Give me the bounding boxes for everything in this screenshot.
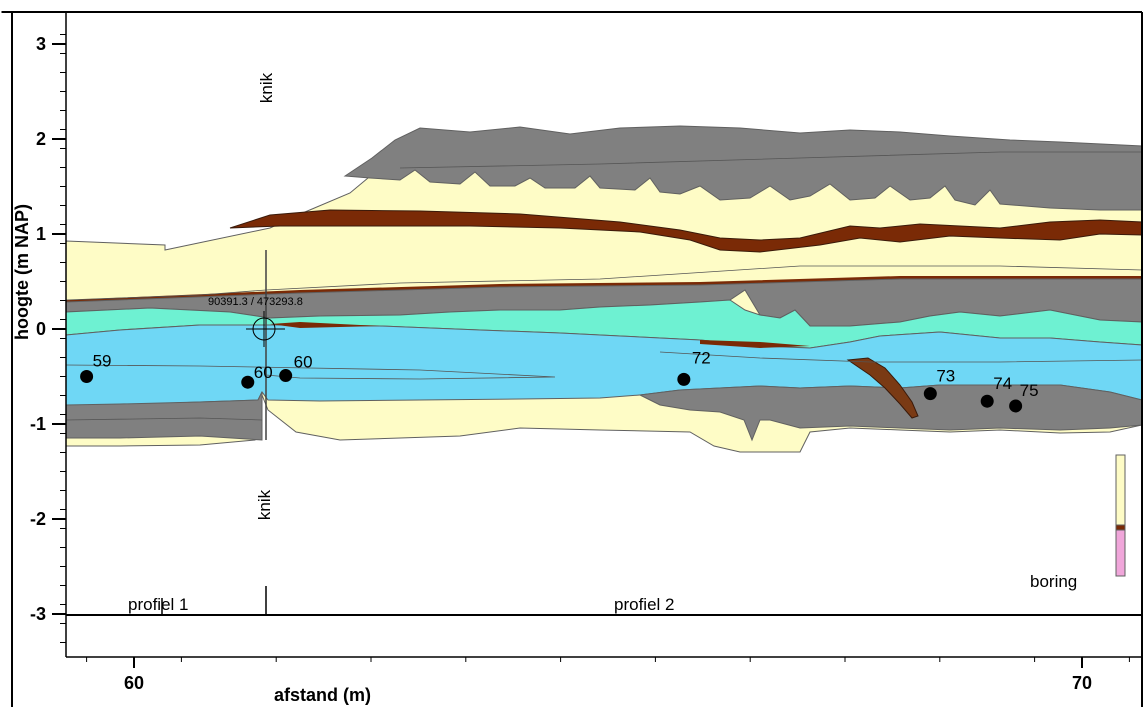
sample-point-label: 59	[93, 352, 112, 371]
sample-point-label: 75	[1020, 381, 1039, 400]
profiel-markers	[161, 586, 267, 615]
frame	[1, 11, 1143, 707]
sample-point-marker	[80, 370, 94, 383]
y-tick-label: -2	[30, 509, 46, 529]
crosshair-icon	[246, 311, 285, 347]
knik-bottom-label: knik	[255, 489, 274, 520]
soil-layers	[65, 125, 1143, 453]
knik-top-label: knik	[257, 72, 276, 103]
x-tick-label: 60	[124, 673, 144, 693]
sample-point-marker	[1009, 399, 1023, 413]
layer-peat-fragment	[700, 340, 810, 348]
coordinate-label: 90391.3 / 473293.8	[208, 296, 303, 308]
boring-column	[1115, 454, 1126, 577]
x-axis-label: afstand (m)	[274, 685, 371, 705]
layer-upper-clay	[343, 125, 1143, 211]
y-axis-label: hoogte (m NAP)	[12, 204, 32, 340]
layer-brown-lens	[846, 357, 919, 419]
y-tick-label: 1	[36, 224, 46, 244]
y-tick-label: -3	[30, 604, 46, 624]
sample-point-label: 60	[294, 353, 313, 372]
sample-point-marker	[923, 387, 937, 401]
sample-point-label: 72	[692, 348, 711, 367]
layer-peat-fragment	[270, 322, 380, 328]
profiel-1-label: profiel 1	[128, 595, 188, 614]
sample-point-marker	[980, 394, 994, 408]
boring-label: boring	[1030, 572, 1077, 591]
y-tick-label: 2	[36, 129, 46, 149]
x-axis-ticks: 60 70	[86, 657, 1130, 693]
x-tick-label: 70	[1072, 673, 1092, 693]
y-tick-label: -1	[30, 414, 46, 434]
sample-points: 59 60 60 72 73 74 75	[80, 348, 1039, 413]
y-tick-label: 3	[36, 34, 46, 54]
sample-point-marker	[241, 375, 255, 389]
profiel-2-label: profiel 2	[614, 595, 674, 614]
y-tick-label: 0	[36, 319, 46, 339]
sample-point-marker	[279, 369, 293, 383]
sample-point-label: 60	[254, 363, 273, 382]
sample-point-marker	[677, 372, 691, 386]
sample-point-label: 74	[993, 374, 1012, 393]
y-axis-ticks: 3 2 1 0 -1 -2 -3	[30, 34, 66, 643]
sample-point-label: 73	[936, 367, 955, 386]
layer-boundary-lines	[65, 151, 1143, 421]
layer-lower-clay	[65, 391, 263, 441]
layer-lower-clay-right	[638, 384, 1143, 442]
